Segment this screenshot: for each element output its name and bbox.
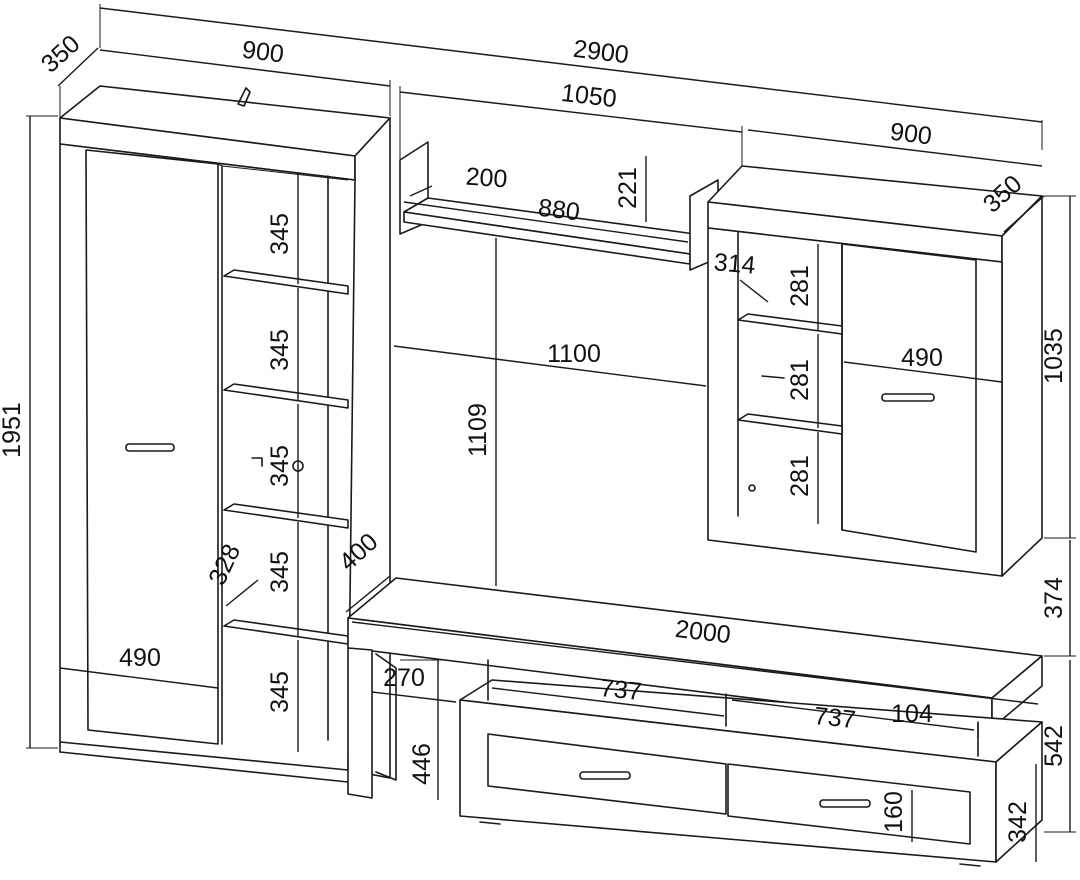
dim-shelf-span: 1050 xyxy=(560,79,619,113)
dim-right-inner-depth: 314 xyxy=(713,248,757,280)
dim-right-door-width: 490 xyxy=(901,344,943,372)
dim-shelf-length: 880 xyxy=(537,194,582,227)
drawer-right xyxy=(727,763,971,845)
dim-tv-niche-1: 737 xyxy=(599,674,643,706)
left-cabinet xyxy=(59,85,391,783)
drawer-left xyxy=(487,733,727,815)
dim-left-cab-height: 1951 xyxy=(0,402,26,458)
dim-right-shelf-1: 281 xyxy=(786,265,814,307)
dim-left-shelf-5: 345 xyxy=(266,671,294,713)
dim-gap-width: 1100 xyxy=(547,340,601,368)
dim-left-shelf-2: 345 xyxy=(266,329,294,371)
dim-tv-inner-depth: 270 xyxy=(383,664,425,692)
dim-tv-side-height: 446 xyxy=(408,743,436,785)
dim-tv-body-height: 342 xyxy=(1004,801,1032,843)
dim-shelf-depth: 200 xyxy=(465,163,509,194)
dim-left-shelf-4: 345 xyxy=(266,551,294,593)
tv-unit xyxy=(347,577,1043,867)
dim-drawer-height: 160 xyxy=(880,791,908,833)
left-shelves xyxy=(223,269,349,645)
dim-right-cab-width: 900 xyxy=(889,118,934,151)
dim-tv-niche-2: 737 xyxy=(813,702,857,734)
dim-right-cab-height: 1035 xyxy=(1040,328,1068,384)
dim-wall-gap-height: 374 xyxy=(1040,577,1068,619)
right-cabinet xyxy=(707,165,1043,577)
dim-gap-height: 1109 xyxy=(464,403,492,457)
dimension-lines xyxy=(26,4,1076,862)
left-door xyxy=(85,149,219,745)
dim-left-cab-depth: 350 xyxy=(36,30,86,79)
dim-tv-height-right: 542 xyxy=(1040,725,1068,767)
dim-total-width: 2900 xyxy=(572,35,631,69)
left-door-handle-icon xyxy=(125,443,175,452)
dim-right-shelf-3: 281 xyxy=(786,455,814,497)
dim-tv-width: 2000 xyxy=(674,615,733,649)
dim-left-cab-width: 900 xyxy=(241,36,286,69)
dim-right-shelf-2: 281 xyxy=(786,359,814,401)
right-door-handle-icon xyxy=(881,393,935,402)
mount-bracket-icon xyxy=(237,87,251,107)
dim-left-door-width: 490 xyxy=(119,644,161,672)
dim-left-shelf-3: 345 xyxy=(266,445,294,487)
drawer-left-handle-icon xyxy=(579,771,631,780)
dim-left-shelf-1: 345 xyxy=(266,213,294,255)
dim-shelf-height: 221 xyxy=(614,167,642,209)
dim-tv-niche-height: 104 xyxy=(891,700,933,728)
drawer-right-handle-icon xyxy=(819,799,871,808)
